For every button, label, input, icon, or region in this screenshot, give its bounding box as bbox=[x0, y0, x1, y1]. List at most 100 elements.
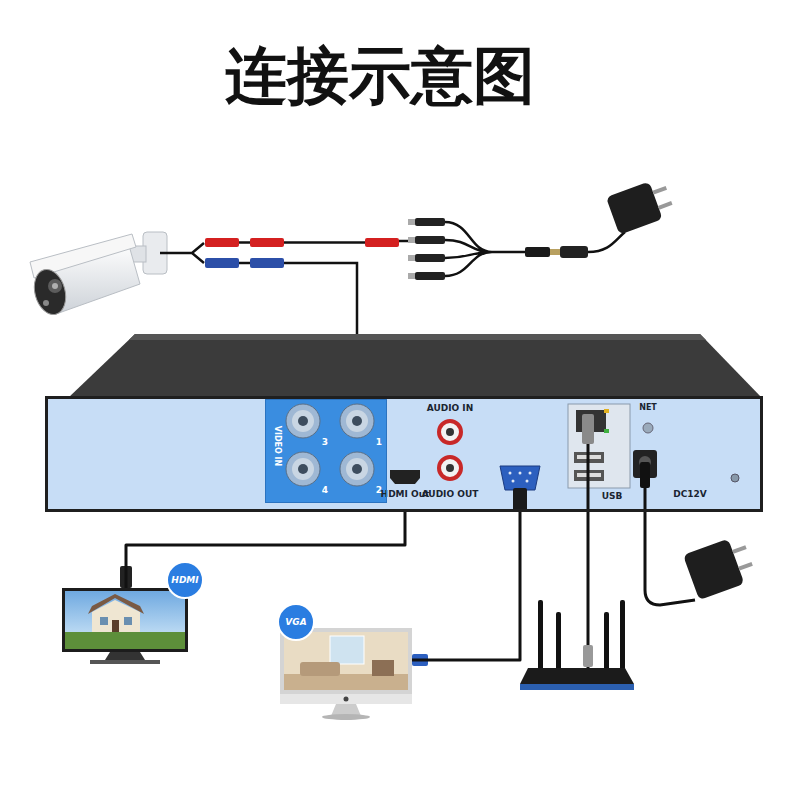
power-wire bbox=[284, 241, 365, 244]
adapter-prong bbox=[658, 201, 673, 210]
power-connector bbox=[250, 238, 284, 247]
camera-face bbox=[30, 266, 71, 318]
rj45-plug bbox=[582, 414, 594, 444]
ethernet-cable bbox=[587, 444, 590, 668]
vga-port bbox=[500, 466, 540, 490]
cable-split bbox=[160, 243, 204, 263]
video-input-block: VIDEO IN3142 bbox=[265, 399, 387, 503]
adapter-wire bbox=[588, 232, 625, 252]
dc-plug bbox=[415, 218, 445, 226]
ground-screw bbox=[731, 474, 739, 482]
bnc-connector bbox=[250, 258, 284, 268]
port-label: NET bbox=[639, 403, 657, 412]
dvr-top-edge bbox=[129, 334, 706, 340]
tv-frame bbox=[62, 588, 188, 652]
bnc-body bbox=[292, 410, 314, 432]
reset-button bbox=[643, 423, 653, 433]
bnc-ring bbox=[340, 404, 374, 438]
computer-monitor: VGA bbox=[280, 628, 412, 694]
port-led bbox=[604, 429, 609, 433]
rca-pin bbox=[446, 464, 454, 472]
video-wire bbox=[239, 262, 250, 265]
power-splitter bbox=[408, 177, 676, 280]
bnc-body bbox=[292, 458, 314, 480]
channel-number: 2 bbox=[376, 485, 382, 495]
adapter-prong bbox=[732, 545, 747, 554]
power-cable bbox=[645, 488, 695, 605]
bnc-core bbox=[298, 416, 308, 426]
rj45-plug bbox=[583, 645, 593, 667]
pc-monitor bbox=[280, 628, 428, 720]
dvr-recorder bbox=[45, 334, 763, 512]
dc-plug bbox=[415, 272, 445, 280]
bnc-ring bbox=[286, 452, 320, 486]
dvr-panel-fill bbox=[48, 399, 760, 509]
dvr-top bbox=[68, 334, 762, 398]
screen-sofa bbox=[300, 662, 340, 676]
interface-badge: VGA bbox=[277, 603, 315, 641]
barrel-socket bbox=[560, 246, 588, 258]
plug-tip bbox=[408, 255, 416, 261]
camera-ir-light bbox=[43, 300, 49, 306]
dvr-rear-panel: AUDIO INAUDIO OUTHDMI OutUSBNETDC12VVIDE… bbox=[45, 396, 763, 512]
monitor-base bbox=[322, 714, 370, 720]
port-led bbox=[604, 409, 609, 413]
vga-plug bbox=[513, 488, 527, 512]
router-antenna bbox=[538, 600, 543, 670]
router-body bbox=[520, 668, 634, 684]
router bbox=[520, 600, 634, 690]
camera-lens-glint bbox=[52, 283, 58, 289]
video-cable bbox=[412, 512, 520, 660]
screen-roof bbox=[88, 594, 144, 614]
router-antenna bbox=[604, 612, 609, 670]
bnc-body bbox=[346, 458, 368, 480]
router-front bbox=[520, 684, 634, 690]
port-label: AUDIO IN bbox=[427, 403, 473, 413]
power-adapter bbox=[683, 534, 758, 600]
screen-window bbox=[124, 617, 132, 625]
tv-base bbox=[90, 660, 160, 664]
vga-pin bbox=[526, 480, 529, 483]
port-label: AUDIO OUT bbox=[422, 489, 479, 499]
network-bay bbox=[568, 404, 630, 488]
dvr-frame bbox=[45, 396, 763, 512]
router-antenna bbox=[620, 600, 625, 670]
bnc-core bbox=[352, 416, 362, 426]
power-connector bbox=[365, 238, 399, 247]
bnc-core bbox=[298, 464, 308, 474]
bnc-body bbox=[346, 410, 368, 432]
vga-pin bbox=[519, 472, 522, 475]
port-label: HDMI Out bbox=[381, 489, 430, 499]
vga-pin bbox=[512, 480, 515, 483]
power-adapter bbox=[606, 177, 676, 235]
screen-door bbox=[112, 620, 119, 632]
camera-lens bbox=[48, 279, 62, 293]
bnc-ring bbox=[286, 404, 320, 438]
plug-tip bbox=[550, 249, 560, 255]
bnc-port bbox=[286, 404, 374, 486]
dc-plug bbox=[415, 254, 445, 262]
interface-badge: HDMI bbox=[166, 561, 204, 599]
screen-window bbox=[100, 617, 108, 625]
power-wire bbox=[239, 241, 250, 244]
port-label: DC12V bbox=[673, 489, 707, 499]
channel-number: 4 bbox=[322, 485, 328, 495]
screen-lawn bbox=[65, 632, 185, 649]
adapter-prong bbox=[653, 186, 668, 195]
adapter-body bbox=[606, 181, 663, 234]
display-monitor: HDMI bbox=[62, 588, 188, 652]
channel-number: 3 bbox=[322, 437, 328, 447]
port-label: USB bbox=[602, 491, 623, 501]
monitor-logo bbox=[344, 697, 349, 702]
camera bbox=[30, 232, 167, 318]
power-connector bbox=[205, 238, 239, 247]
adapter-body bbox=[683, 539, 745, 601]
splitter-wire bbox=[445, 222, 525, 276]
bnc-ring bbox=[340, 452, 374, 486]
dc-plug bbox=[640, 462, 650, 488]
router-antenna bbox=[556, 612, 561, 670]
monitor-chin bbox=[280, 694, 412, 704]
